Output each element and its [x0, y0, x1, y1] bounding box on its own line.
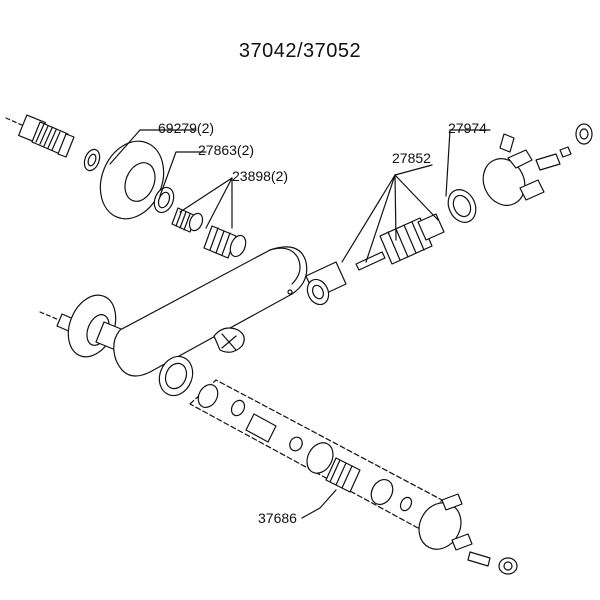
filter-27863 [153, 186, 175, 214]
label-23898: 23898(2) [232, 168, 289, 184]
mixer-body [113, 246, 308, 397]
handle-top-right [482, 123, 593, 206]
inlet-connector-top [5, 114, 75, 158]
leader-lines [109, 129, 491, 519]
label-69279: 69279(2) [158, 120, 215, 136]
label-27852: 27852 [392, 150, 431, 166]
check-valve-23898 [171, 207, 204, 233]
label-27974: 27974 [448, 120, 487, 136]
diagram-title: 37042/37052 [238, 40, 362, 62]
retaining-ring-27974 [447, 189, 477, 223]
thermostatic-cartridge-27852 [305, 213, 445, 306]
union-nut [203, 225, 247, 259]
handle-bottom [418, 493, 518, 575]
cover-plate-left [39, 294, 127, 358]
label-27863: 27863(2) [198, 142, 255, 158]
washer-top [83, 148, 101, 172]
flow-cartridge-37686 [197, 383, 413, 512]
label-37686: 37686 [258, 510, 297, 526]
cover-plate-69279 [99, 140, 165, 220]
